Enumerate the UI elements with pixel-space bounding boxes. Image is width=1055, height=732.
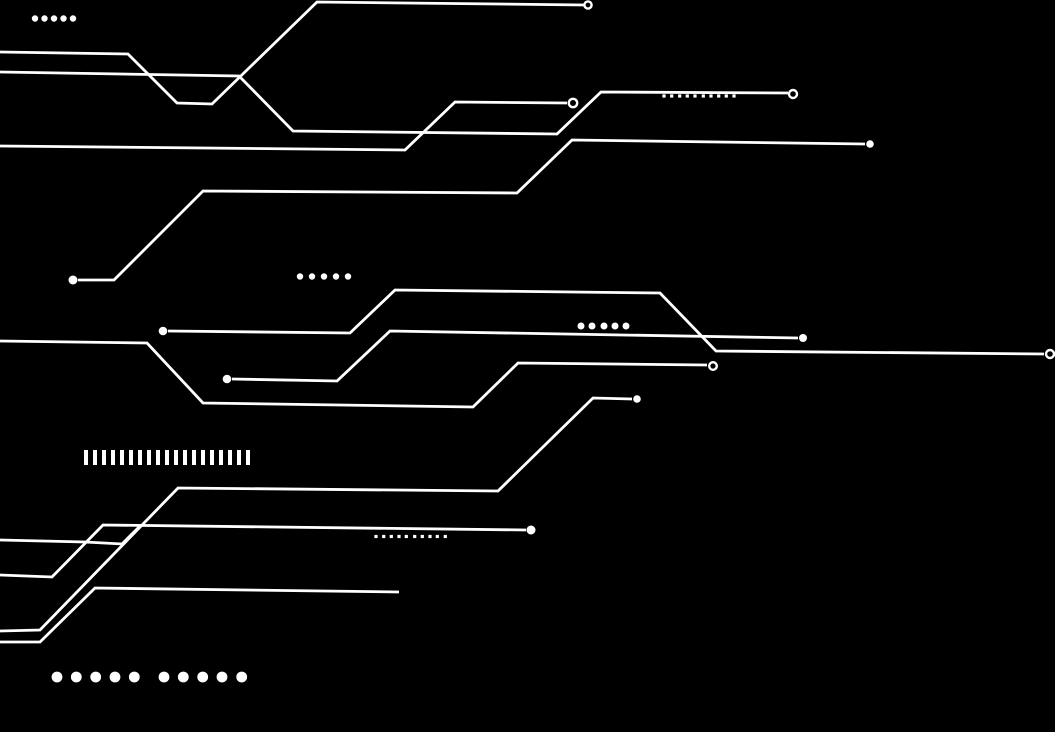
trace-low-k [0,586,400,644]
dot-row-top-left-dot [50,15,58,22]
mark-row-top-right-mark [701,94,705,98]
tick-row-tick [192,450,196,465]
trace-top-b-end-ring [787,88,799,100]
mark-row-top-right-mark [678,94,682,98]
tick-row-tick [165,450,169,465]
dot-row-mid-left-dot [296,273,304,280]
dot-row-bottom-large-dot [177,671,189,683]
tick-row-tick [228,450,232,465]
trace-low-h [0,396,633,633]
trace-mid-g-end-dot [799,334,807,342]
dot-row-bottom-large-dot [216,671,228,683]
trace-low-i [0,523,527,579]
trace-low-j [0,525,141,546]
dot-row-bottom-large-dot [197,671,209,683]
mark-row-mid-mark [435,534,439,539]
dot-row-mid-right-dot [577,322,585,330]
mark-row-mid-mark [382,534,386,539]
trace-low-h-end-dot [633,395,641,403]
dot-row-top-left-dot [69,15,77,22]
dot-row-mid-left-dot [308,273,316,280]
dot-row-top-left-dot [41,15,48,22]
dot-row-bottom-large-dot [70,671,82,683]
trace-top-a [0,0,586,106]
trace-top-d-end-dot [866,140,874,148]
tick-row-tick [156,450,160,465]
trace-low-i-end-dot [526,525,536,535]
dot-row-top-left-dot [31,15,39,22]
trace-mid-e-end-ring [1044,348,1055,360]
mark-row-mid-mark [374,534,378,539]
tick-row-tick [129,450,133,465]
dot-row-bottom-large-dot [158,671,170,683]
tick-row-tick [147,450,151,465]
mark-row-mid-mark [397,534,401,539]
tick-row-tick [102,450,106,465]
mark-row-top-right-mark [724,94,728,98]
tick-row-tick [210,450,214,465]
tick-row-tick [111,450,115,465]
dot-row-mid-right-dot [588,322,596,330]
mark-row-top-right-mark [670,94,674,98]
trace-top-c-end-ring [567,97,579,109]
tick-row-tick [201,450,205,465]
trace-top-d-start-dot [68,275,78,285]
mark-row-mid-mark [404,534,408,539]
dot-row-bottom-large-dot [109,671,121,683]
dot-row-top-left-dot [60,15,67,22]
mark-row-mid-mark [420,534,424,539]
mark-row-mid-mark [389,534,393,539]
dot-row-bottom-large-dot [128,671,140,683]
tick-row-tick [93,450,97,465]
dot-row-mid-right-dot [611,322,619,330]
mark-row-top-right-mark [717,94,721,98]
dot-row-bottom-large-dot [51,671,63,683]
dot-row-mid-right-dot [622,322,630,330]
mark-row-top-right-mark [662,94,666,98]
trace-top-d [78,138,866,282]
trace-mid-e-start-dot [158,326,168,336]
tick-row-tick [174,450,178,465]
tick-row-tick [183,450,187,465]
dot-row-mid-left-dot [320,273,328,280]
mark-row-top-right-mark [693,94,697,98]
dot-row-mid-left-dot [332,273,340,280]
dot-row-bottom-large-dot [236,671,248,683]
mark-row-mid-mark [428,534,432,539]
mark-row-top-right-mark [709,94,713,98]
mark-row-top-right-mark [732,94,736,98]
trace-top-c [0,100,568,152]
trace-mid-g [231,329,799,383]
mark-row-mid-mark [413,534,417,539]
dot-row-mid-left-dot [344,273,352,280]
trace-mid-e [167,288,1045,356]
dot-row-bottom-large-dot [90,671,102,683]
tick-row-tick [138,450,142,465]
mark-row-top-right-mark [685,94,689,98]
trace-mid-f-end-ring [708,361,719,372]
mark-row-mid-mark [443,534,447,539]
trace-mid-g-start-dot [222,374,232,384]
dot-row-mid-right-dot [600,322,608,330]
trace-mid-f [0,339,708,409]
tick-row-tick [84,450,88,465]
tick-row-tick [246,450,250,465]
tick-row-tick [219,450,223,465]
tick-row-tick [120,450,124,465]
tick-row-tick [237,450,241,465]
trace-top-a-end-ring [583,0,593,10]
